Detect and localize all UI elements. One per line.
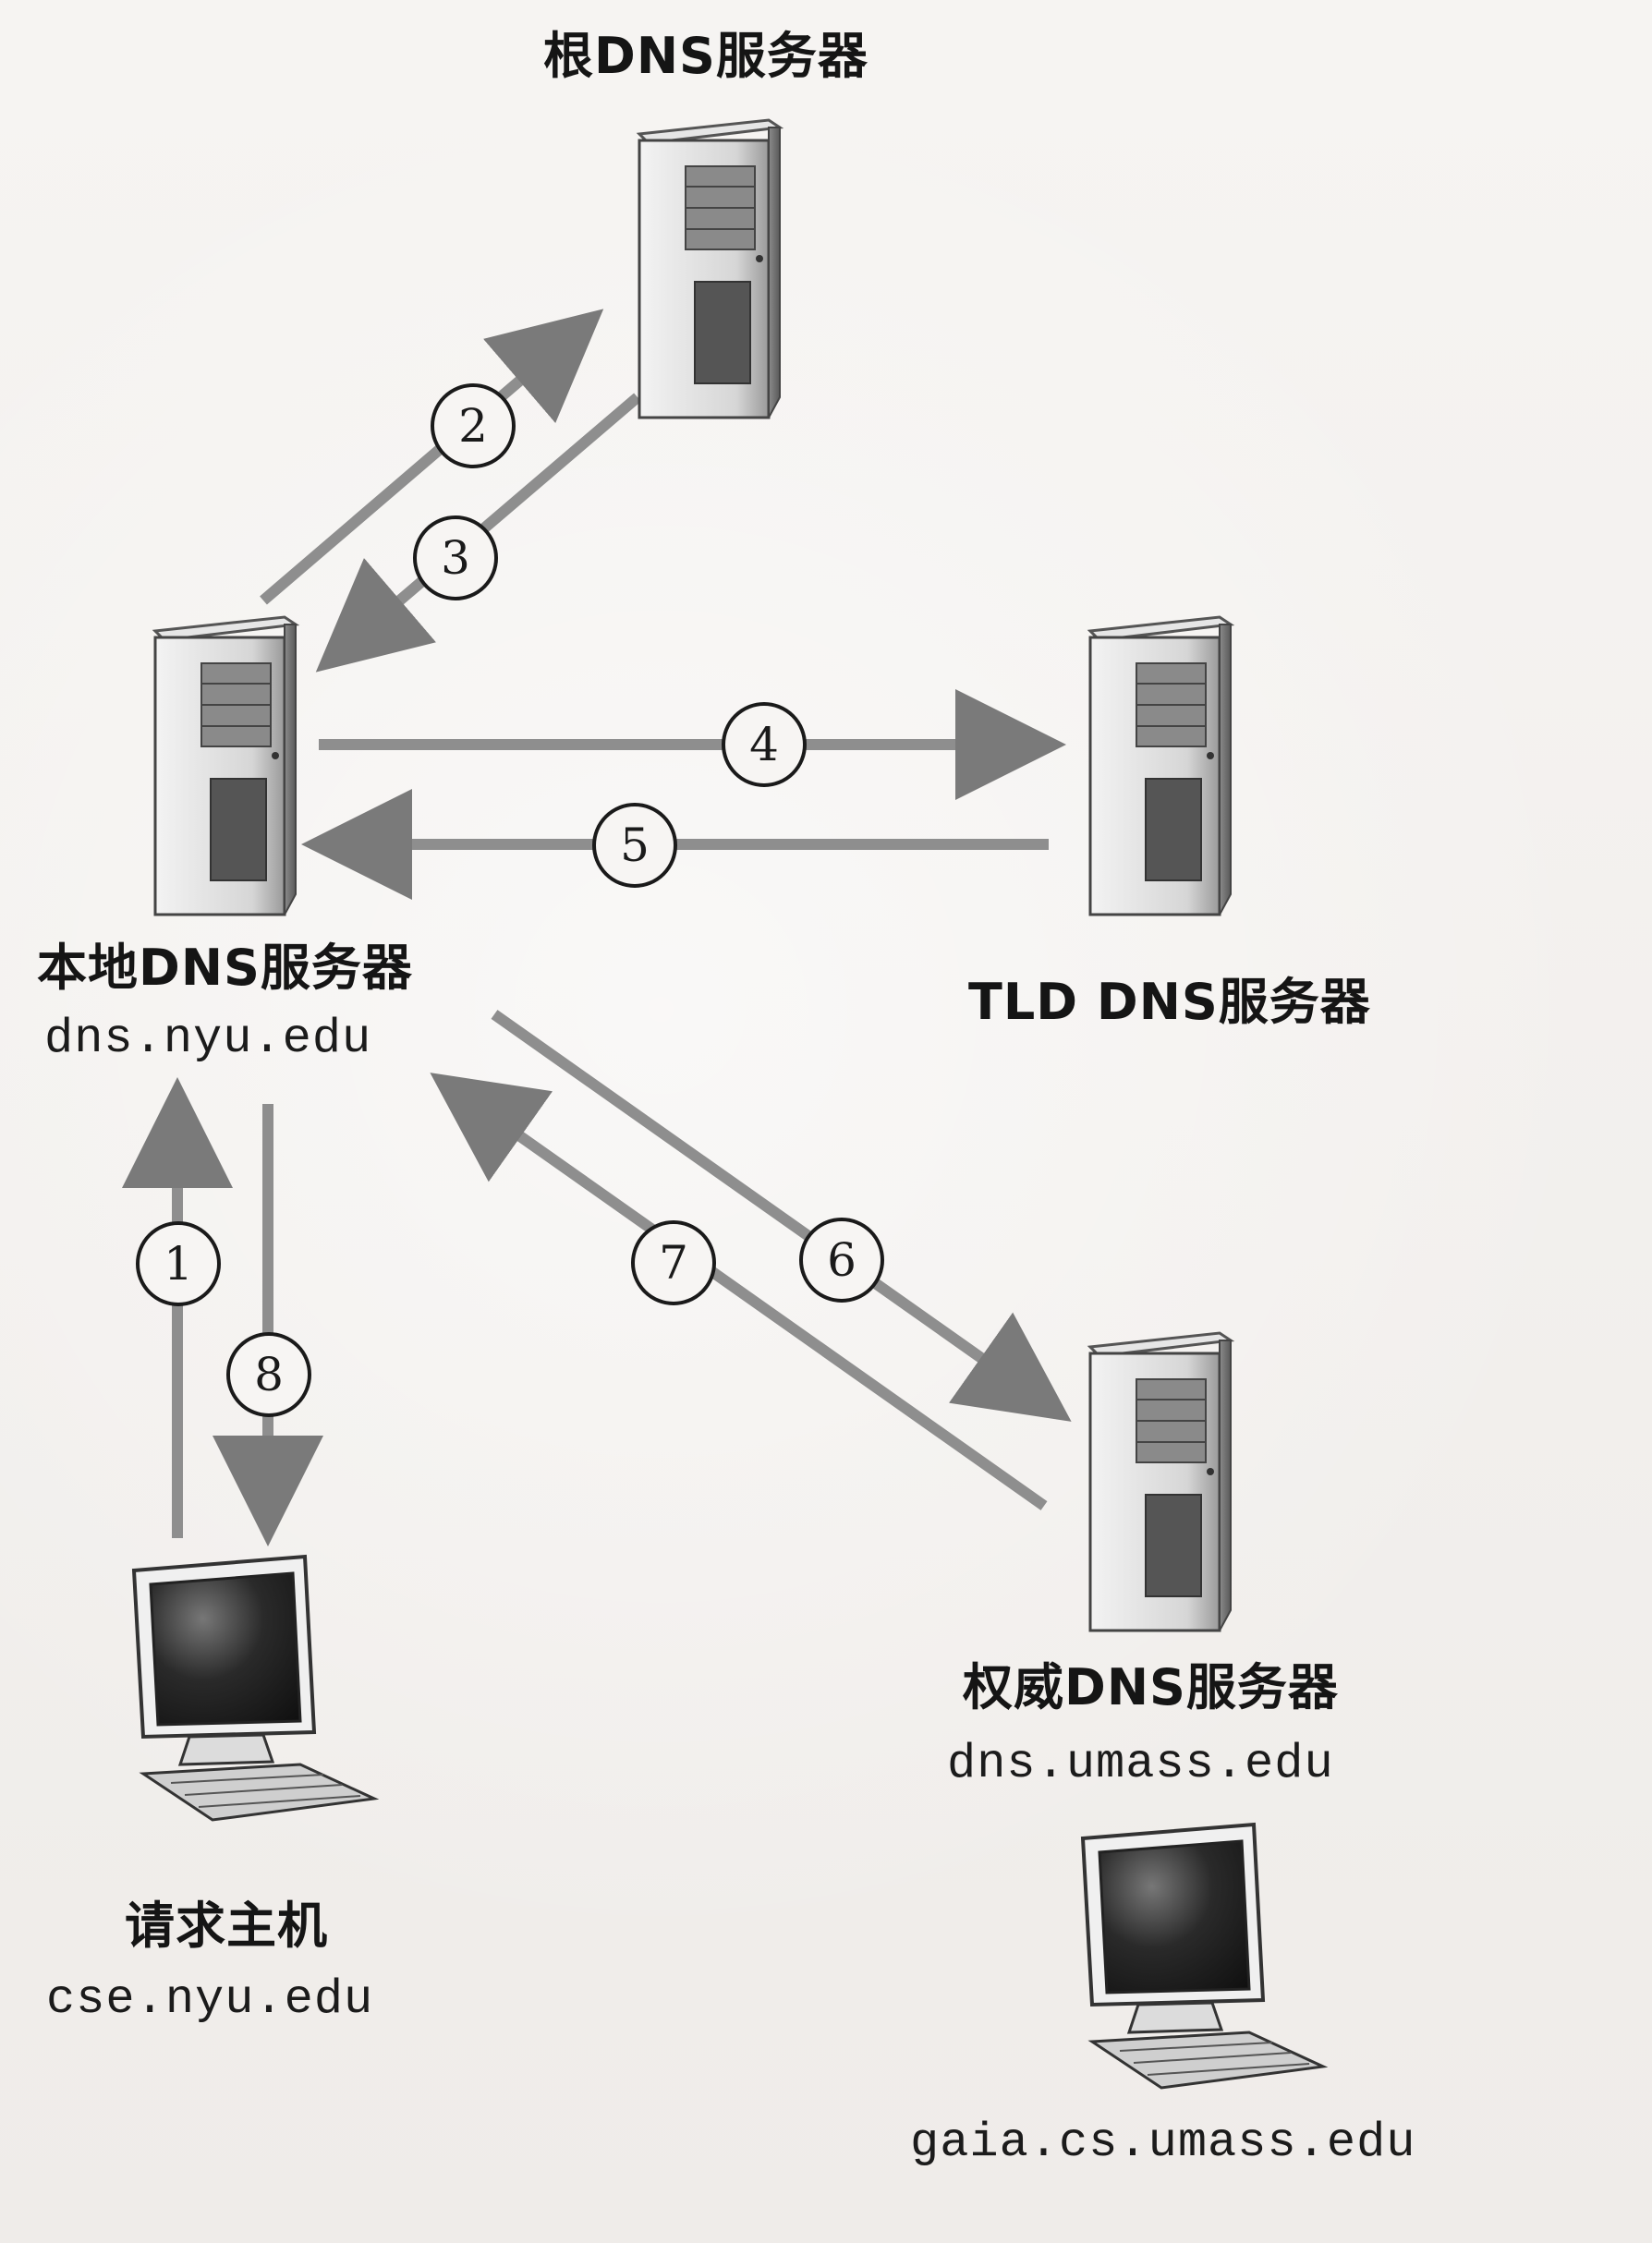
step-7-badge: 7 [631,1220,716,1305]
local-dns-server-icon [152,615,300,916]
authoritative-dns-server-label: 权威DNS服务器 [963,1658,1339,1716]
authoritative-dns-host-label: dns.umass.edu [947,1737,1334,1791]
tld-dns-server-label: TLD DNS服务器 [968,973,1371,1031]
step-6-badge: 6 [799,1218,884,1303]
root-dns-server-label: 根DNS服务器 [543,27,869,85]
step-4-badge: 4 [722,702,807,787]
step-2-badge: 2 [431,383,516,468]
step-5-badge: 5 [592,803,677,888]
authoritative-dns-server-icon [1087,1331,1235,1632]
step-1-badge: 1 [136,1221,221,1306]
requester-host-address: cse.nyu.edu [46,1972,374,2027]
requester-host-label: 请求主机 [125,1897,328,1955]
step-8-badge: 8 [226,1332,311,1417]
target-host-address: gaia.cs.umass.edu [910,2116,1416,2170]
step-3-badge: 3 [413,515,498,600]
root-dns-server-icon [636,118,784,419]
requester-computer-icon [131,1554,380,1822]
arrow-step-2 [260,309,604,605]
arrow-step-7 [430,1073,1048,1510]
local-dns-host-label: dns.nyu.edu [44,1012,372,1066]
arrow-step-6 [491,1010,1072,1422]
target-computer-icon [1080,1822,1329,2090]
tld-dns-server-icon [1087,615,1235,916]
local-dns-server-label: 本地DNS服务器 [37,939,413,997]
